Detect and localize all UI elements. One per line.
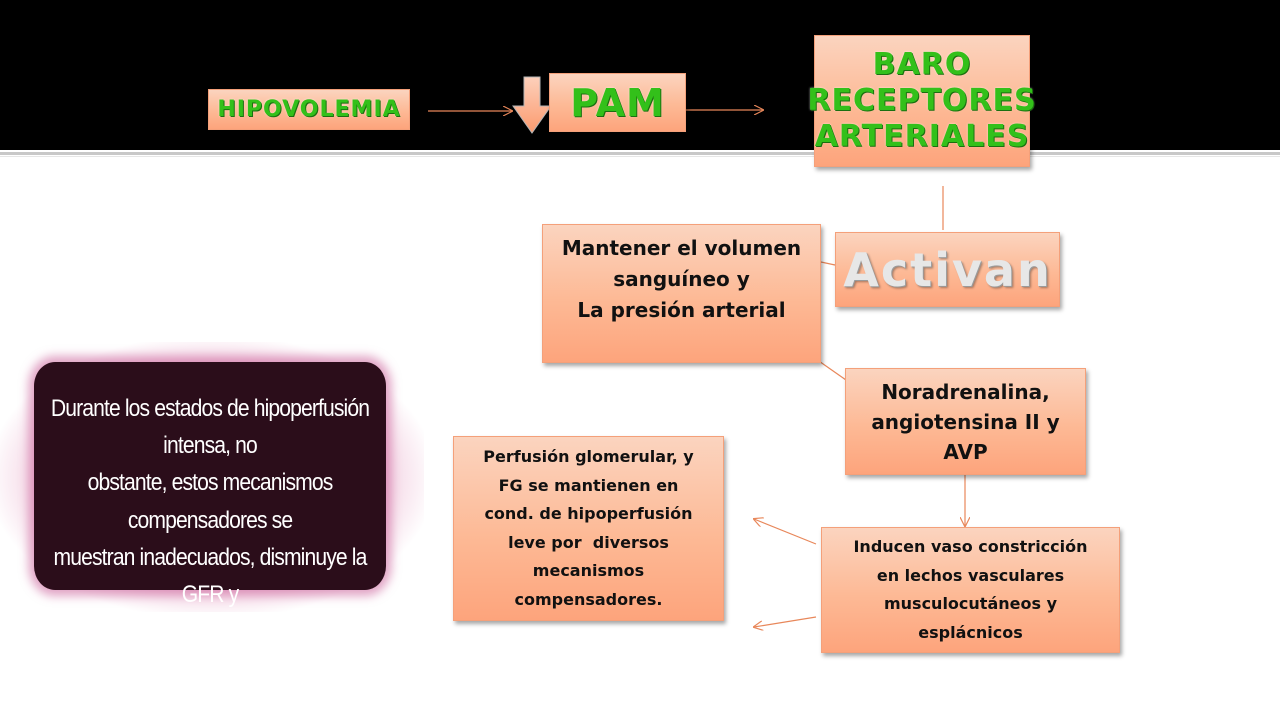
baroreceptores-box: BARO RECEPTORES ARTERIALES	[807, 35, 1036, 167]
down-arrow-icon	[512, 76, 552, 134]
inducen-line-3: musculocutáneos y	[883, 594, 1057, 613]
inducen-box: Inducen vaso constricción en lechos vasc…	[821, 527, 1120, 653]
perfusion-box: Perfusión glomerular, y FG se mantienen …	[453, 436, 724, 621]
perfusion-line-6: compensadores.	[514, 589, 663, 609]
noradrenalina-line-2: angiotensina II y	[871, 409, 1060, 434]
mantener-line-2: sanguíneo y	[613, 267, 750, 291]
baro-line-2: RECEPTORES	[807, 83, 1037, 118]
callout-line-3: muestran inadecuados, disminuye la GFR y	[53, 543, 368, 608]
noradrenalina-line-1: Noradrenalina,	[881, 379, 1050, 404]
mantener-line-3: La presión arterial	[577, 298, 786, 322]
activan-label: Activan	[843, 242, 1052, 297]
baro-line-3: ARTERIALES	[814, 119, 1030, 154]
perfusion-line-4: leve por diversos	[508, 532, 669, 552]
arrow-inducen-perfusion-1	[754, 519, 817, 545]
perfusion-line-2: FG se mantienen en	[498, 475, 679, 495]
arrow-inducen-perfusion-2	[754, 616, 817, 627]
noradrenalina-box: Noradrenalina, angiotensina II y AVP	[845, 368, 1086, 475]
perfusion-line-3: cond. de hipoperfusión	[484, 504, 693, 523]
hipovolemia-box: HIPOVOLEMIA	[208, 89, 410, 130]
baro-line-1: BARO	[872, 47, 972, 82]
inducen-line-4: esplácnicos	[918, 622, 1023, 642]
callout-box: Durante los estados de hipoperfusión int…	[34, 362, 386, 645]
header-divider-light	[0, 156, 1280, 157]
callout-line-2: obstante, estos mecanismos compensadores…	[87, 469, 334, 534]
pam-box: PAM	[549, 73, 686, 132]
activan-box: Activan	[835, 232, 1060, 307]
callout-line-4-prefix: sobreviene una	[74, 618, 212, 646]
inducen-line-1: Inducen vaso constricción	[853, 537, 1088, 556]
perfusion-line-5: mecanismos	[532, 561, 645, 580]
mantener-box: Mantener el volumen sanguíneo y La presi…	[542, 224, 821, 363]
inducen-line-2: en lechos vasculares	[876, 565, 1065, 585]
callout-line-1: Durante los estados de hipoperfusión int…	[50, 395, 370, 460]
line-activan-mantener	[820, 261, 836, 266]
pam-label: PAM	[570, 80, 665, 125]
header-divider	[0, 152, 1280, 155]
mantener-line-1: Mantener el volumen	[561, 236, 802, 260]
callout-line-4: sobreviene una ARF prerrenal.	[48, 613, 372, 650]
perfusion-line-1: Perfusión glomerular, y	[483, 447, 694, 466]
callout-emphasis: ARF prerrenal.	[211, 618, 346, 646]
noradrenalina-line-3: AVP	[943, 439, 988, 464]
hipovolemia-label: HIPOVOLEMIA	[217, 97, 401, 122]
